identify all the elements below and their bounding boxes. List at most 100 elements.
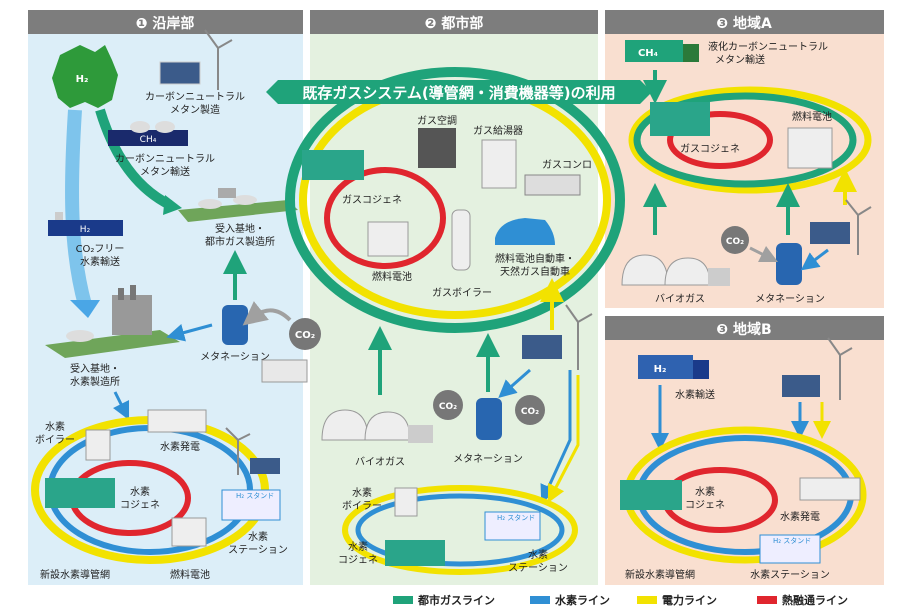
h2-arrow-regionA bbox=[800, 248, 829, 271]
receiving-h2-plant-icon bbox=[45, 285, 180, 358]
gas-ac-label: ガス空調 bbox=[417, 114, 457, 127]
legend-label-hydrogen: 水素ライン bbox=[555, 593, 610, 607]
co2-arrow-regionA bbox=[749, 245, 779, 263]
gas-cogen-label-regionA: ガスコジェネ bbox=[680, 143, 740, 155]
h2-cogen-label-1: 水素 bbox=[130, 485, 150, 498]
cn-methane-production-label-2: メタン製造 bbox=[170, 103, 220, 116]
fuel-cell-label-regionA: 燃料電池 bbox=[792, 110, 832, 123]
h2-station-label-coastal-1: 水素 bbox=[248, 530, 268, 543]
gas-stove-icon bbox=[524, 174, 581, 196]
cn-methane-arrowhead bbox=[163, 195, 182, 215]
h2-station-label-coastal-2: ステーション bbox=[228, 545, 288, 556]
fuel-cell-icon-urban bbox=[367, 221, 409, 257]
fuel-cell-icon-regionA bbox=[787, 127, 833, 169]
co2-bubble-urban-left bbox=[433, 390, 463, 420]
ch4-ship-icon bbox=[108, 121, 188, 146]
coastal-title: ❶ 沿岸部 bbox=[136, 15, 195, 32]
co2-label-urban-left: CO₂ bbox=[439, 402, 457, 412]
h2-down-arrow-coastal bbox=[112, 391, 130, 421]
factory-icon-coastal bbox=[261, 359, 308, 383]
receiving-h2-label-1: 受入基地・ bbox=[70, 362, 120, 375]
h2-stand-sign-coastal: H₂ スタンド bbox=[236, 491, 274, 500]
co2-label-coastal: CO₂ bbox=[295, 330, 315, 341]
ch4-truck-icon bbox=[625, 40, 683, 62]
h2-to-methanation-arrow bbox=[166, 323, 213, 342]
cn-methane-production-label-1: カーボンニュートラル bbox=[145, 91, 245, 103]
regionB-title: ❸ 地域B bbox=[716, 321, 771, 338]
gas-ac-icon bbox=[418, 128, 456, 168]
h2-line-loop-urban-bottom bbox=[355, 493, 565, 567]
cn-methane-transport-label-2: メタン輸送 bbox=[140, 165, 190, 178]
h2-ship-label: H₂ bbox=[80, 225, 91, 235]
h2-cogen-label-urban-1: 水素 bbox=[348, 540, 368, 553]
lcn-transport-label-1: 液化カーボンニュートラル bbox=[708, 40, 828, 53]
gas-line-loop-urban bbox=[285, 67, 625, 333]
power-line-loop-urban-bottom bbox=[342, 485, 578, 575]
legend-label-heat: 熱融通ライン bbox=[782, 593, 848, 607]
h2-truck-label: H₂ bbox=[654, 364, 667, 375]
fuel-cell-label-urban: 燃料電池 bbox=[372, 270, 412, 283]
h2-cogen-icon bbox=[45, 478, 115, 508]
methanation-label-coastal: メタネーション bbox=[200, 351, 270, 363]
wind-turbine-icon-urban bbox=[565, 304, 593, 370]
heat-line-loop-regionA bbox=[667, 111, 773, 169]
urban-header bbox=[310, 10, 598, 34]
co2-bubble-regionA bbox=[721, 226, 749, 254]
h2-power-label: 水素発電 bbox=[160, 440, 200, 453]
h2-to-methanation-arrow-urban bbox=[498, 368, 531, 398]
h2-truck-cab bbox=[693, 360, 709, 379]
vehicles-label-1: 燃料電池自動車・ bbox=[495, 252, 575, 265]
solar-panel-icon-regionB bbox=[782, 375, 820, 397]
h2-map-label: H₂ bbox=[76, 74, 89, 85]
h2-boiler-label-1: 水素 bbox=[45, 420, 65, 433]
methanation-label-urban: メタネーション bbox=[453, 453, 523, 465]
banner-text: 既存ガスシステム(導管網・消費機器等)の利用 bbox=[302, 84, 615, 102]
receiving-city-gas-label-1: 受入基地・ bbox=[215, 222, 265, 235]
co2-label-regionA: CO₂ bbox=[726, 237, 744, 247]
power-line-loop-regionA bbox=[628, 86, 872, 194]
solar-panel-icon bbox=[159, 61, 201, 85]
gas-water-heater-label: ガス給湯器 bbox=[473, 124, 523, 137]
power-down-arrow-urban bbox=[547, 375, 580, 503]
h2-stand-sign-regionB: H₂ スタンド bbox=[773, 536, 811, 545]
h2-cogen-label-2: コジェネ bbox=[120, 499, 160, 511]
fuel-cell-label-coastal: 燃料電池 bbox=[170, 568, 210, 581]
h2-stand-sign-urban: H₂ スタンド bbox=[497, 513, 535, 522]
legend-swatch-gas bbox=[393, 596, 413, 604]
ch4-truck-cab bbox=[683, 44, 699, 62]
h2-cogen-label-regionB-1: 水素 bbox=[695, 485, 715, 498]
legend-swatch-power bbox=[637, 596, 657, 604]
h2-station-label-urban-1: 水素 bbox=[528, 548, 548, 561]
biogas-tanks-icon-urban bbox=[321, 409, 433, 443]
h2-station-icon-urban bbox=[484, 511, 541, 541]
h2-station-label-regionB: 水素ステーション bbox=[750, 568, 830, 581]
h2-power-label-regionB: 水素発電 bbox=[780, 510, 820, 523]
h2-transport-big-arrow bbox=[65, 109, 92, 307]
h2-cogen-icon-regionB bbox=[620, 480, 682, 510]
gas-boiler-icon bbox=[451, 209, 471, 271]
regionB-header bbox=[605, 316, 884, 340]
solar-panel-icon-urban bbox=[522, 335, 562, 359]
h2-power-plant-icon bbox=[147, 409, 207, 433]
wind-turbine-icon-regionA bbox=[845, 199, 872, 255]
h2-boiler-icon-urban bbox=[394, 487, 418, 517]
legend-item-hydrogen: 水素ライン bbox=[530, 593, 610, 607]
receiving-city-gas-label-2: 都市ガス製造所 bbox=[205, 235, 275, 248]
wind-turbine-icon-coastal-small bbox=[225, 427, 251, 475]
h2-station-label-urban-2: ステーション bbox=[508, 563, 568, 574]
h2-down-arrow-urban bbox=[540, 370, 572, 504]
h2-cogen-label-urban-2: コジェネ bbox=[338, 554, 378, 566]
gas-water-heater-icon bbox=[481, 139, 517, 189]
lcn-transport-label-2: メタン輸送 bbox=[715, 53, 765, 66]
receiving-h2-label-2: 水素製造所 bbox=[70, 375, 120, 388]
new-h2-pipeline-label-regionB: 新設水素導管網 bbox=[625, 568, 695, 581]
coastal-header bbox=[28, 10, 303, 34]
h2-boiler-label-urban-1: 水素 bbox=[352, 486, 372, 499]
co2-free-h2-label-2: 水素輸送 bbox=[80, 255, 120, 268]
h2-power-plant-icon-regionB bbox=[799, 477, 861, 501]
co2-bubble-urban-right bbox=[515, 395, 545, 425]
gas-boiler-label: ガスボイラー bbox=[432, 287, 492, 299]
australia-map-icon bbox=[52, 45, 118, 108]
h2-cogen-label-regionB-2: コジェネ bbox=[685, 499, 725, 511]
